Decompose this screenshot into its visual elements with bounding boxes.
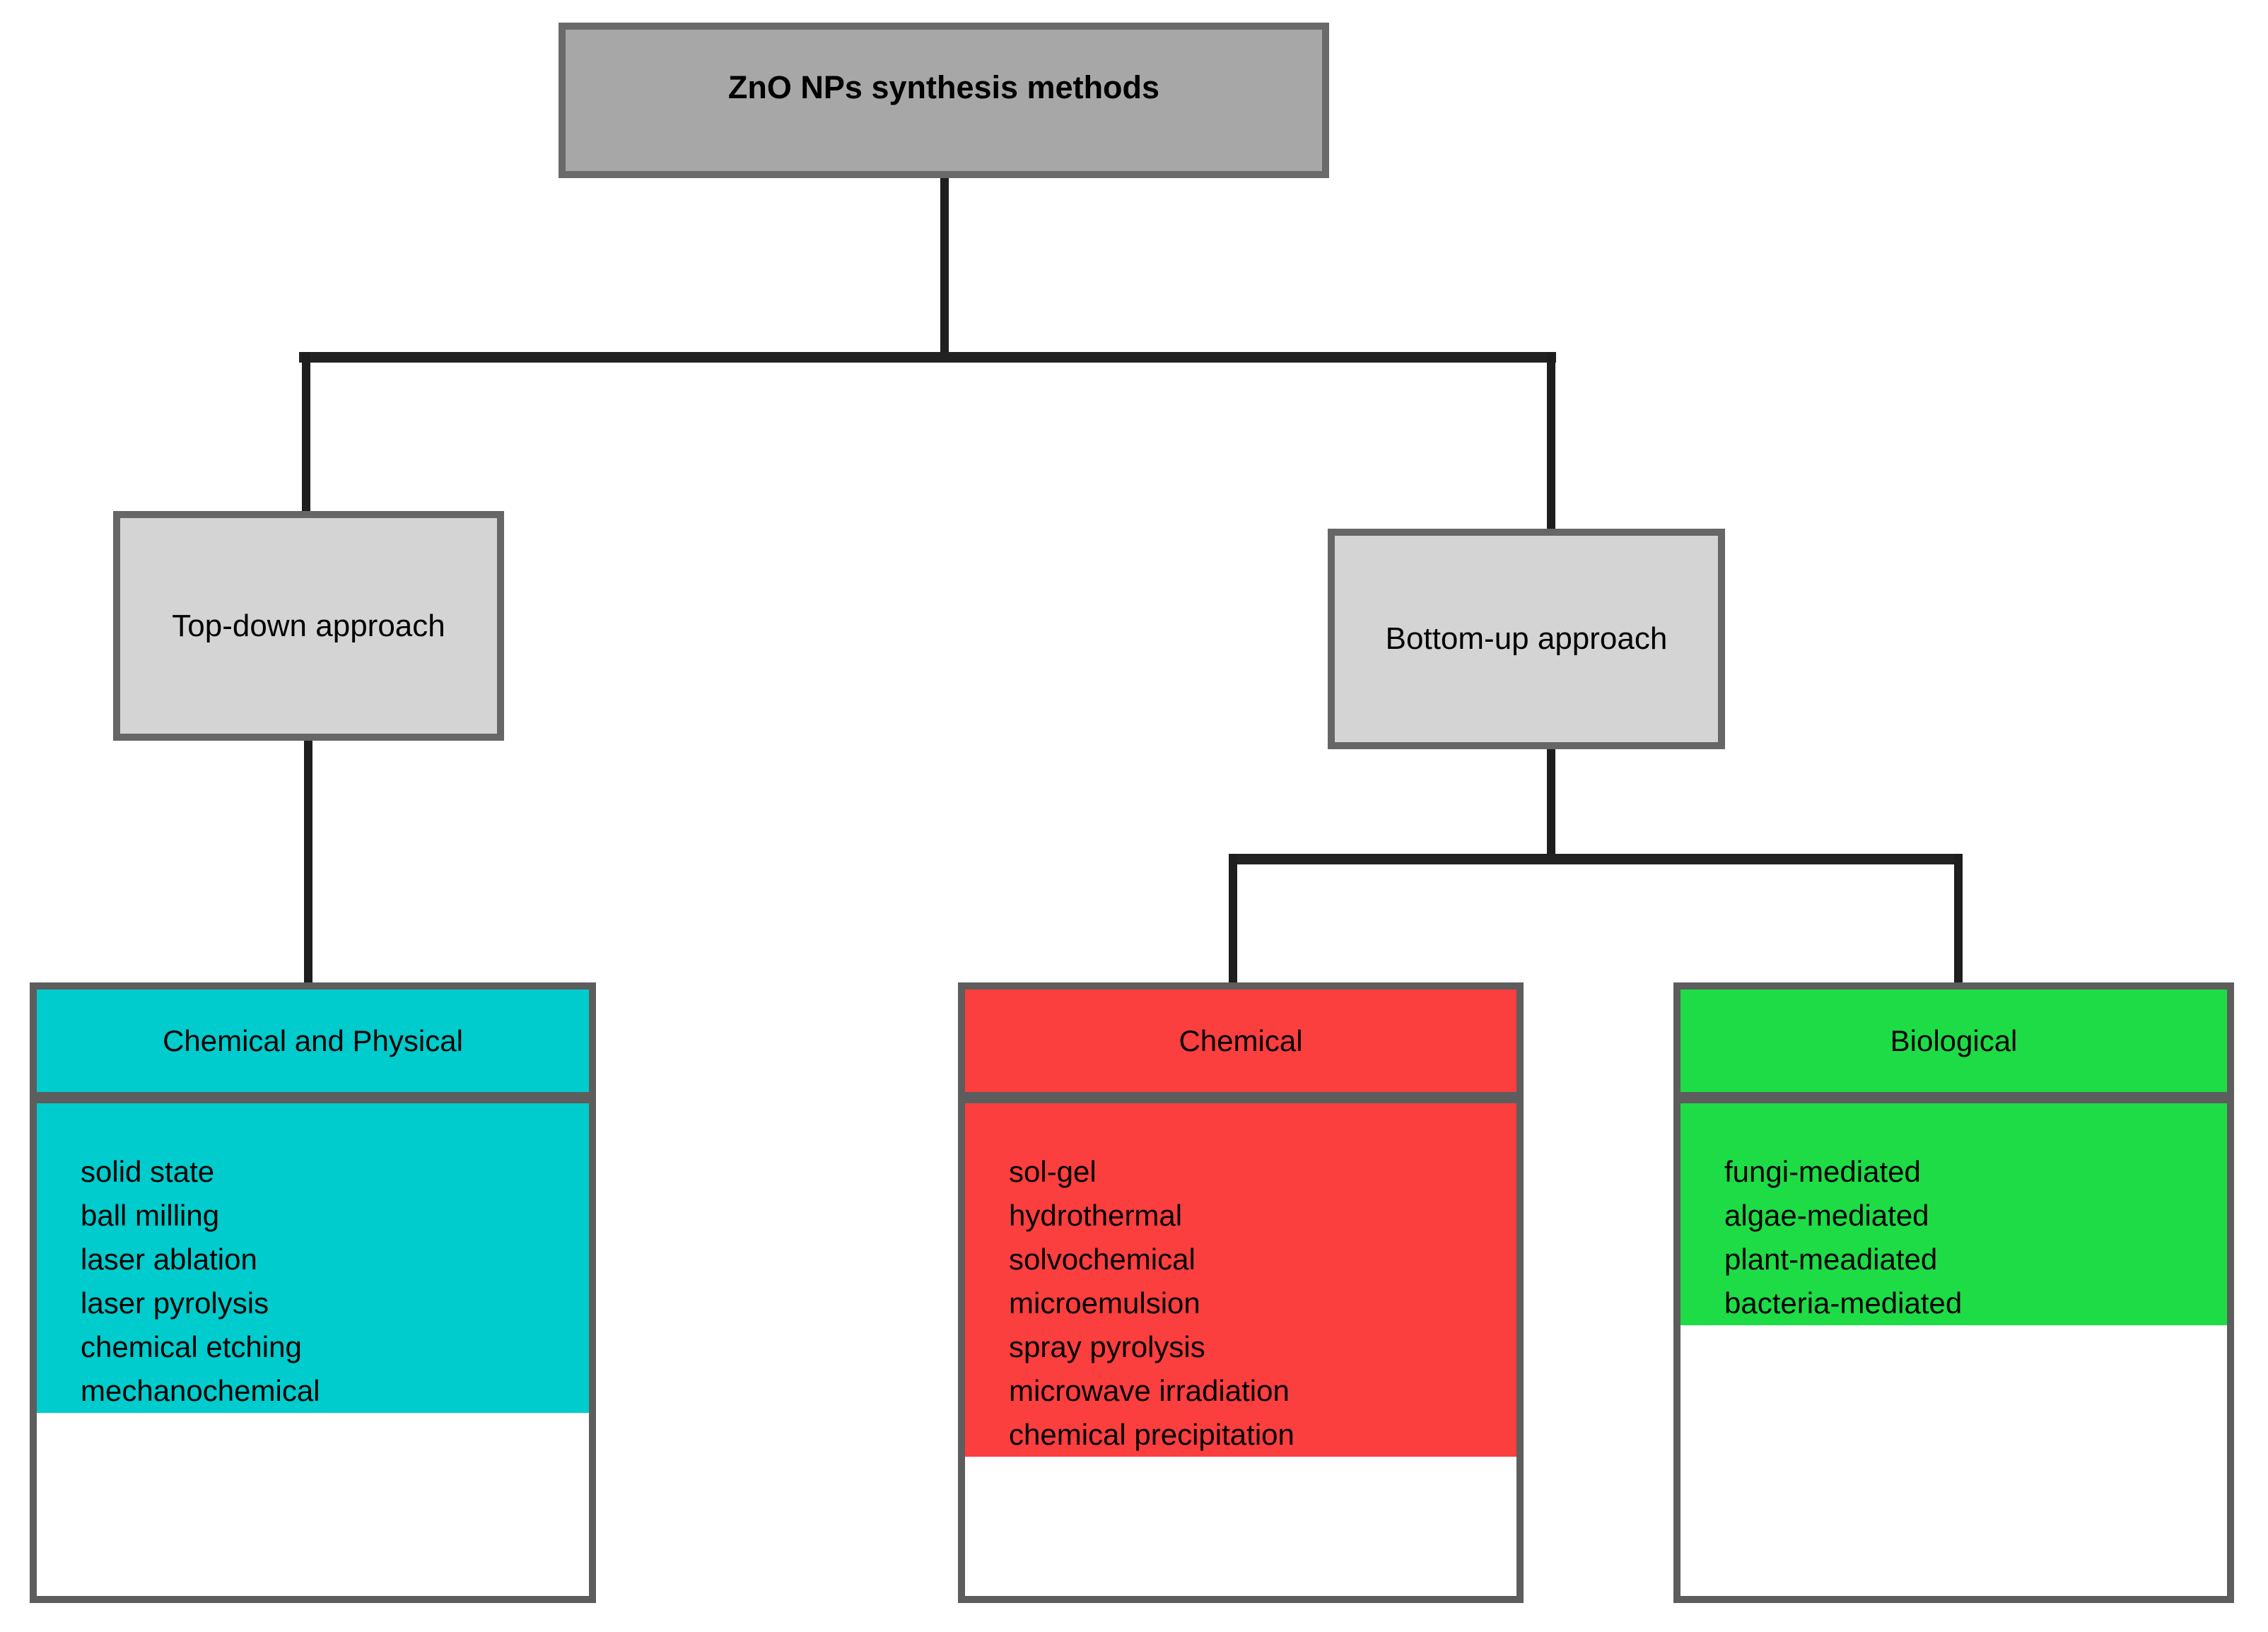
connector-bottomup-stem xyxy=(1547,748,1555,859)
root-node-label: ZnO NPs synthesis methods xyxy=(727,69,1160,105)
connector-topdown-drop xyxy=(302,352,310,515)
list-item: sol-gel xyxy=(1009,1155,1097,1188)
list-item: microemulsion xyxy=(1009,1286,1200,1320)
category-chemical-physical-header: Chemical and Physical xyxy=(37,990,589,1103)
list-item: laser ablation xyxy=(81,1243,257,1276)
category-chemical-physical-title: Chemical and Physical xyxy=(163,1023,463,1057)
list-item: hydrothermal xyxy=(1009,1199,1183,1232)
connector-chemical-drop xyxy=(1229,854,1237,984)
category-chemical: Chemical sol-gel hydrothermal solvochemica… xyxy=(958,982,1524,1603)
list-item: microwave irradiation xyxy=(1009,1374,1290,1407)
list-item: fungi-mediated xyxy=(1724,1155,1921,1188)
bottomup-approach-node: Bottom-up approach xyxy=(1328,529,1725,749)
connector-root-stem xyxy=(940,177,949,358)
category-biological-list: fungi-mediated algae-mediated plant-meadia… xyxy=(1680,1103,2227,1325)
list-item: algae-mediated xyxy=(1724,1199,1929,1232)
category-biological: Biological fungi-mediated algae-mediated p… xyxy=(1673,982,2234,1603)
root-node: ZnO NPs synthesis methods xyxy=(559,23,1329,178)
list-item: ball milling xyxy=(81,1199,220,1232)
category-chemical-list: sol-gel hydrothermal solvochemical microemu… xyxy=(965,1103,1516,1457)
connector-level1-crossbar xyxy=(299,352,1556,363)
list-item: plant-meadiated xyxy=(1724,1243,1938,1276)
bottomup-approach-label: Bottom-up approach xyxy=(1385,621,1668,656)
list-item: laser pyrolysis xyxy=(81,1286,269,1320)
category-chemical-header: Chemical xyxy=(965,990,1516,1103)
category-biological-header: Biological xyxy=(1680,990,2227,1103)
category-chemical-title: Chemical xyxy=(1179,1023,1303,1057)
connector-level2-crossbar xyxy=(1229,854,1963,864)
list-item: chemical precipitation xyxy=(1009,1418,1294,1451)
connector-topdown-to-category xyxy=(304,739,312,984)
list-item: solvochemical xyxy=(1009,1243,1196,1276)
list-item: spray pyrolysis xyxy=(1009,1330,1205,1363)
connector-biological-drop xyxy=(1954,854,1963,984)
list-item: chemical etching xyxy=(81,1330,302,1363)
list-item: bacteria-mediated xyxy=(1724,1286,1963,1320)
category-chemical-physical-list: solid state ball milling laser ablation las… xyxy=(37,1103,589,1413)
list-item: solid state xyxy=(81,1155,215,1188)
category-biological-title: Biological xyxy=(1890,1023,2018,1057)
connector-bottomup-drop xyxy=(1547,352,1555,533)
topdown-approach-node: Top-down approach xyxy=(113,511,504,741)
category-chemical-physical: Chemical and Physical solid state ball mi… xyxy=(30,982,596,1603)
topdown-approach-label: Top-down approach xyxy=(172,608,445,643)
list-item: mechanochemical xyxy=(81,1374,320,1407)
